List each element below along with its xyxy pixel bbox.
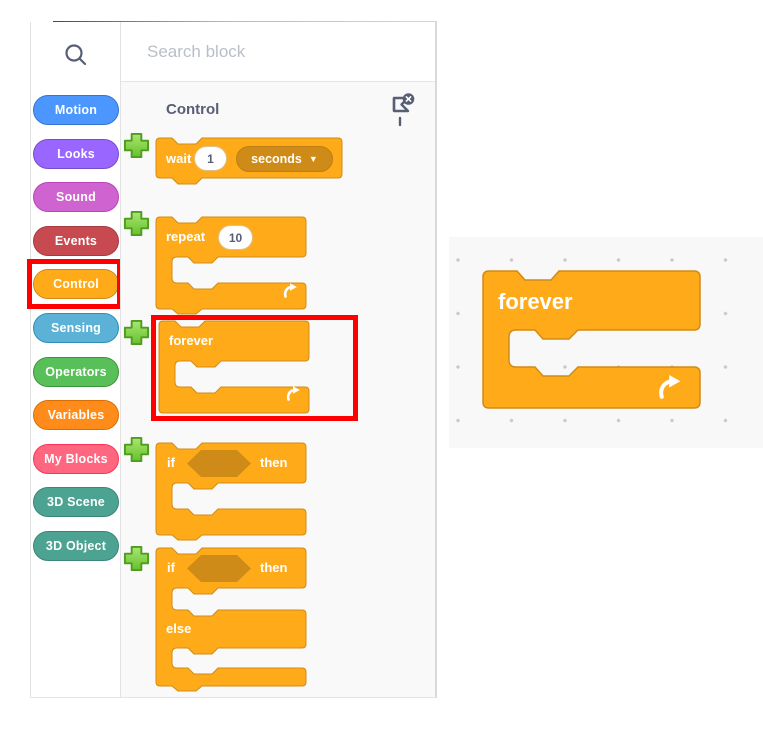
block-text: if [167, 455, 175, 470]
loop-arrow-icon [656, 373, 684, 401]
pin-close-icon[interactable] [387, 92, 415, 134]
sidebar-item-label: Operators [45, 365, 107, 379]
chevron-down-icon: ▼ [308, 153, 318, 164]
wait-unit-dropdown[interactable]: seconds ▼ [236, 146, 333, 172]
if-else-block[interactable]: if then else [155, 547, 307, 692]
sidebar-item-motion[interactable]: Motion [33, 95, 119, 125]
sidebar-item-sensing[interactable]: Sensing [33, 313, 119, 343]
search-input[interactable] [131, 30, 426, 74]
block-text: else [166, 621, 192, 636]
sidebar-item-3d-object[interactable]: 3D Object [33, 531, 119, 561]
block-text: forever [498, 289, 573, 314]
sidebar-item-my-blocks[interactable]: My Blocks [33, 444, 119, 474]
sidebar-item-events[interactable]: Events [33, 226, 119, 256]
block-text: wait [166, 151, 192, 166]
sidebar-item-label: Motion [54, 103, 98, 117]
search-icon[interactable] [62, 42, 90, 70]
sidebar-item-label: Control [53, 277, 99, 291]
category-sidebar: Motion Looks Sound Events Control Sensin… [30, 22, 120, 698]
palette-header: Control [166, 101, 220, 118]
loop-arrow-icon [285, 385, 302, 402]
block-text: forever [169, 333, 214, 348]
repeat-count-input[interactable]: 10 [218, 225, 253, 250]
block-palette: Control wait 1 [120, 22, 437, 698]
add-block-icon[interactable] [123, 436, 150, 463]
boolean-slot[interactable] [187, 450, 251, 477]
add-block-icon[interactable] [123, 319, 150, 346]
block-text: repeat [166, 229, 206, 244]
block-text: if [167, 560, 175, 575]
sidebar-item-label: Events [54, 234, 98, 248]
sidebar-item-variables[interactable]: Variables [33, 400, 119, 430]
sidebar-item-label: 3D Scene [47, 495, 105, 509]
canvas-detail-panel: forever [449, 237, 763, 448]
loop-arrow-icon [282, 282, 299, 299]
sidebar-item-label: Sensing [50, 321, 102, 335]
sidebar-item-sound[interactable]: Sound [33, 182, 119, 212]
sidebar-item-label: 3D Object [45, 539, 107, 553]
sidebar-item-label: Looks [57, 147, 95, 161]
forever-block-highlight [151, 315, 358, 421]
if-block[interactable]: if then [155, 442, 307, 541]
sidebar-item-3d-scene[interactable]: 3D Scene [33, 487, 119, 517]
block-text: then [260, 455, 288, 470]
add-block-icon[interactable] [123, 210, 150, 237]
repeat-block[interactable]: repeat 10 [155, 216, 307, 315]
sidebar-item-operators[interactable]: Operators [33, 357, 119, 387]
dropdown-value: seconds [251, 152, 302, 166]
wait-value-input[interactable]: 1 [194, 146, 227, 171]
sidebar-item-looks[interactable]: Looks [33, 139, 119, 169]
wait-block[interactable]: wait 1 seconds ▼ [155, 137, 343, 185]
add-block-icon[interactable] [123, 132, 150, 159]
forever-block[interactable]: forever [158, 320, 310, 414]
control-category-highlight [27, 259, 122, 309]
sidebar-item-label: My Blocks [44, 452, 108, 466]
sidebar-item-label: Variables [47, 408, 105, 422]
forever-block-large[interactable]: forever [482, 270, 701, 409]
search-bar [121, 22, 435, 82]
sidebar-item-label: Sound [56, 190, 96, 204]
boolean-slot[interactable] [187, 555, 251, 582]
block-text: then [260, 560, 288, 575]
add-block-icon[interactable] [123, 545, 150, 572]
